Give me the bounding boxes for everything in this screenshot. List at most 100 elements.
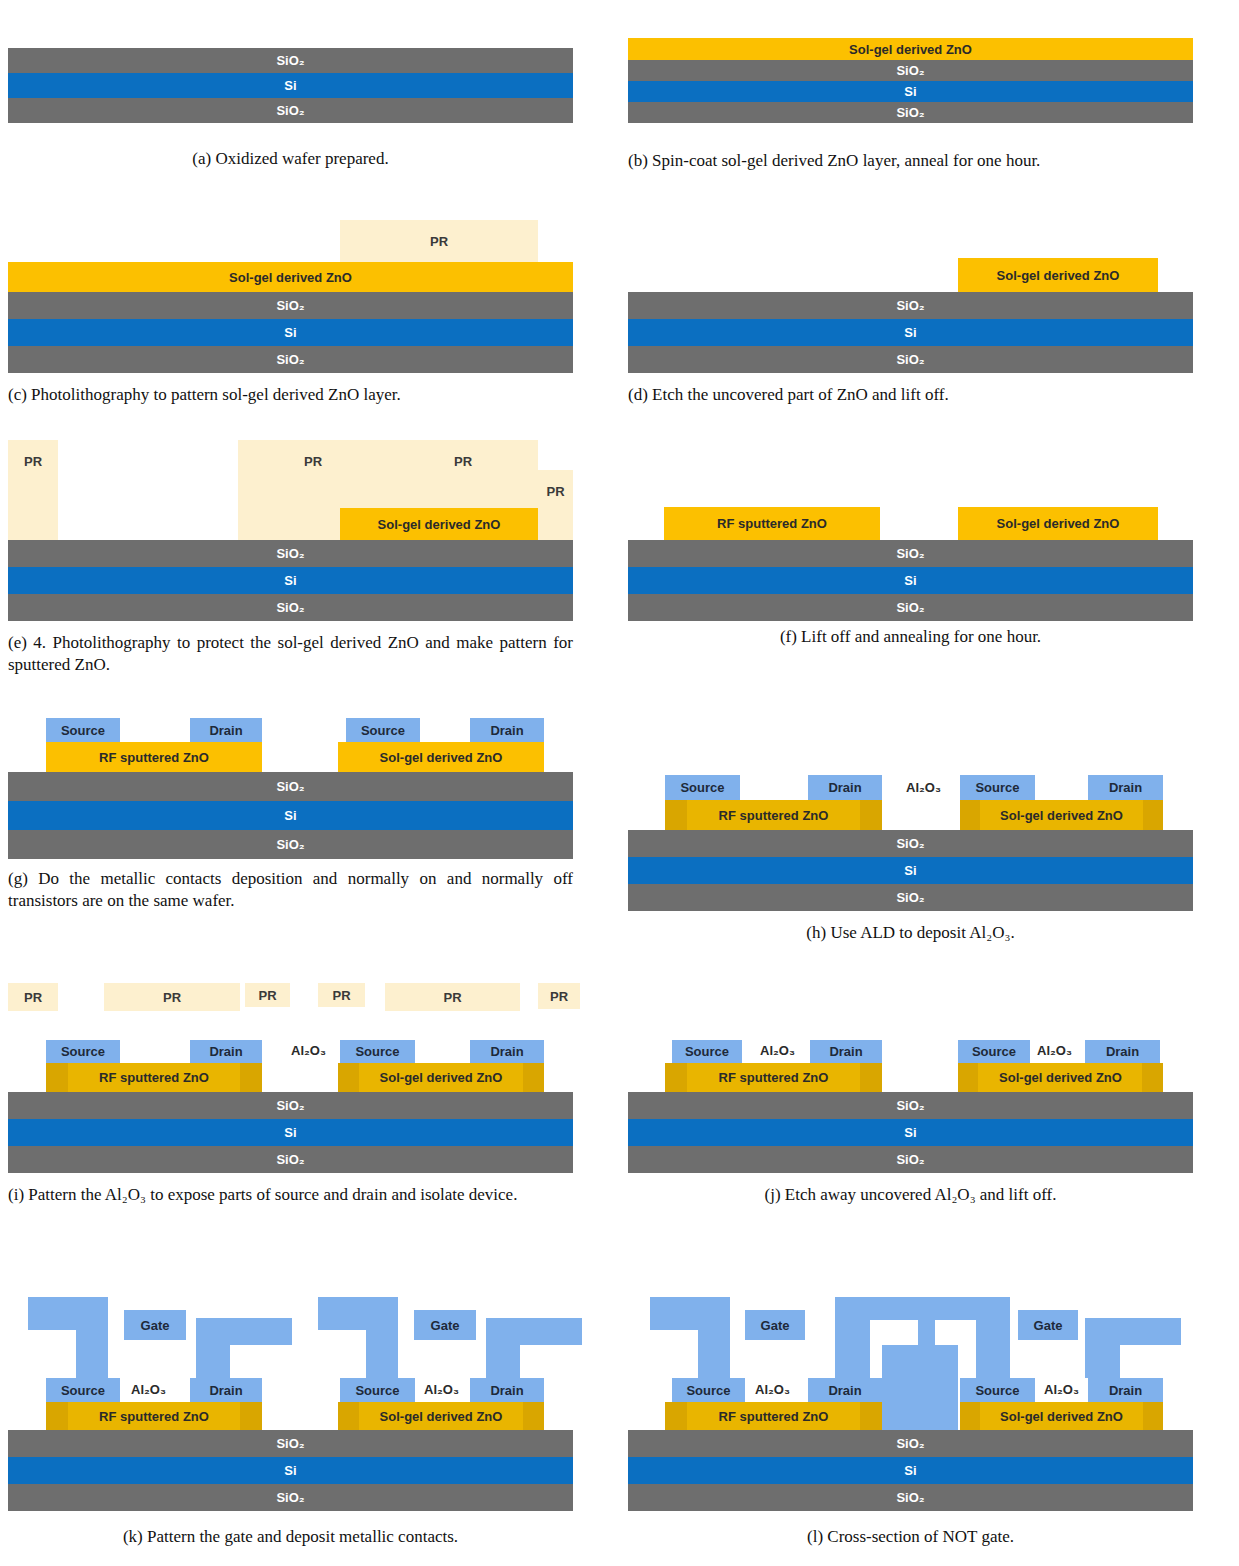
layer-label: Si xyxy=(904,1463,916,1478)
metal-contact: Drain xyxy=(470,1378,544,1402)
oxide-layer: SiO₂ xyxy=(628,60,1193,81)
layer-label: Sol-gel derived ZnO xyxy=(997,268,1120,283)
oxide-layer: SiO₂ xyxy=(8,1430,573,1457)
layer-label: RF sputtered ZnO xyxy=(717,516,827,531)
metal-contact: Source xyxy=(672,1040,742,1063)
oxide-layer: SiO₂ xyxy=(8,292,573,319)
layer-label: Si xyxy=(904,84,916,99)
layer-label: SiO₂ xyxy=(896,1490,924,1505)
silicon-layer: Si xyxy=(628,319,1193,346)
silicon-layer: Si xyxy=(8,801,573,830)
layer-label: RF sputtered ZnO xyxy=(719,808,829,823)
layer-label: Source xyxy=(361,723,405,738)
layer-label: Drain xyxy=(209,723,242,738)
zno-layer: RF sputtered ZnO xyxy=(665,1063,882,1092)
layer-label: PR xyxy=(24,454,42,469)
oxide-layer: SiO₂ xyxy=(8,540,573,567)
metal-contact: Source xyxy=(960,1378,1035,1402)
metal-contact: Source xyxy=(46,1040,120,1063)
layer-label: Source xyxy=(355,1044,399,1059)
layer-label: SiO₂ xyxy=(276,837,304,852)
layer-label: SiO₂ xyxy=(896,352,924,367)
layer-label: RF sputtered ZnO xyxy=(99,1070,209,1085)
layer-label: Drain xyxy=(829,1044,862,1059)
photoresist: PR xyxy=(318,983,365,1007)
layer-label: SiO₂ xyxy=(896,600,924,615)
step-caption: (a) Oxidized wafer prepared. xyxy=(8,148,573,170)
layer-label: SiO₂ xyxy=(896,298,924,313)
silicon-layer: Si xyxy=(628,857,1193,884)
layer-label: Al₂O₃ xyxy=(131,1382,166,1397)
layer-label: Si xyxy=(904,573,916,588)
layer-label: Sol-gel derived ZnO xyxy=(1000,808,1123,823)
layer-label: SiO₂ xyxy=(276,352,304,367)
gate-contact: Gate xyxy=(414,1310,476,1340)
layer-label: Drain xyxy=(490,723,523,738)
step-caption: (c) Photolithography to pattern sol-gel … xyxy=(8,384,573,406)
zno-layer: Sol-gel derived ZnO xyxy=(338,742,544,772)
layer-label: Sol-gel derived ZnO xyxy=(997,516,1120,531)
layer-label: PR xyxy=(304,454,322,469)
layer-label: Si xyxy=(284,1125,296,1140)
layer-label: PR xyxy=(550,989,568,1004)
layer-label: Drain xyxy=(209,1044,242,1059)
metal-contact: Source xyxy=(346,718,420,742)
metal-contact: Drain xyxy=(470,1040,544,1063)
layer-label: Si xyxy=(904,1125,916,1140)
layer-label: Source xyxy=(61,1044,105,1059)
silicon-layer: Si xyxy=(628,1119,1193,1146)
layer-label: SiO₂ xyxy=(276,779,304,794)
layer-label: Al₂O₃ xyxy=(1044,1382,1079,1397)
photoresist: PR xyxy=(340,220,538,262)
oxide-layer: SiO₂ xyxy=(628,346,1193,373)
metal-contact: Drain xyxy=(190,1040,262,1063)
step-caption: (g) Do the metallic contacts deposition … xyxy=(8,868,573,912)
metal-contact: Source xyxy=(960,775,1035,800)
layer-label: Source xyxy=(355,1383,399,1398)
layer-label: RF sputtered ZnO xyxy=(719,1409,829,1424)
layer-label: Sol-gel derived ZnO xyxy=(1000,1409,1123,1424)
layer-label: SiO₂ xyxy=(896,1098,924,1113)
oxide-layer: SiO₂ xyxy=(8,1146,573,1173)
oxide-layer: SiO₂ xyxy=(628,884,1193,911)
zno-layer: RF sputtered ZnO xyxy=(46,1063,262,1092)
layer-label: SiO₂ xyxy=(896,63,924,78)
zno-layer: RF sputtered ZnO xyxy=(46,1402,262,1430)
layer-label: PR xyxy=(258,988,276,1003)
zno-layer: Sol-gel derived ZnO xyxy=(628,38,1193,60)
layer-label: SiO₂ xyxy=(276,298,304,313)
step-caption: (l) Cross-section of NOT gate. xyxy=(628,1526,1193,1548)
layer-label: SiO₂ xyxy=(276,1490,304,1505)
layer-label: Source xyxy=(61,1383,105,1398)
metal-contact: Source xyxy=(340,1040,415,1063)
layer-label: Si xyxy=(284,808,296,823)
metal-contact: Drain xyxy=(1088,775,1163,800)
layer-label: Drain xyxy=(1106,1044,1139,1059)
layer-label: SiO₂ xyxy=(276,1098,304,1113)
layer-label: Source xyxy=(975,780,1019,795)
metal-contact: Drain xyxy=(808,1378,882,1402)
metal-contact: Drain xyxy=(190,718,262,742)
step-caption: (k) Pattern the gate and deposit metalli… xyxy=(8,1526,573,1548)
layer-label: Si xyxy=(284,573,296,588)
layer-label: Sol-gel derived ZnO xyxy=(378,517,501,532)
metal-contact: Drain xyxy=(810,1040,882,1063)
layer-label: Drain xyxy=(209,1383,242,1398)
layer-label: PR xyxy=(454,454,472,469)
oxide-layer: SiO₂ xyxy=(628,1484,1193,1511)
photoresist: PR xyxy=(538,983,580,1009)
zno-layer: Sol-gel derived ZnO xyxy=(338,1402,544,1430)
layer-label: Drain xyxy=(490,1044,523,1059)
layer-label: Si xyxy=(284,1463,296,1478)
metal-contact: Source xyxy=(958,1040,1030,1063)
oxide-layer: SiO₂ xyxy=(8,48,573,73)
oxide-layer: SiO₂ xyxy=(8,1092,573,1119)
gate-contacts xyxy=(28,1297,1181,1430)
oxide-layer: SiO₂ xyxy=(628,1430,1193,1457)
layer-label: Source xyxy=(975,1383,1019,1398)
zno-layer: RF sputtered ZnO xyxy=(665,1402,882,1430)
metal-contact: Drain xyxy=(470,718,544,742)
layer-label: Si xyxy=(904,325,916,340)
layer-label: Al₂O₃ xyxy=(760,1043,795,1058)
layer-label: RF sputtered ZnO xyxy=(99,750,209,765)
